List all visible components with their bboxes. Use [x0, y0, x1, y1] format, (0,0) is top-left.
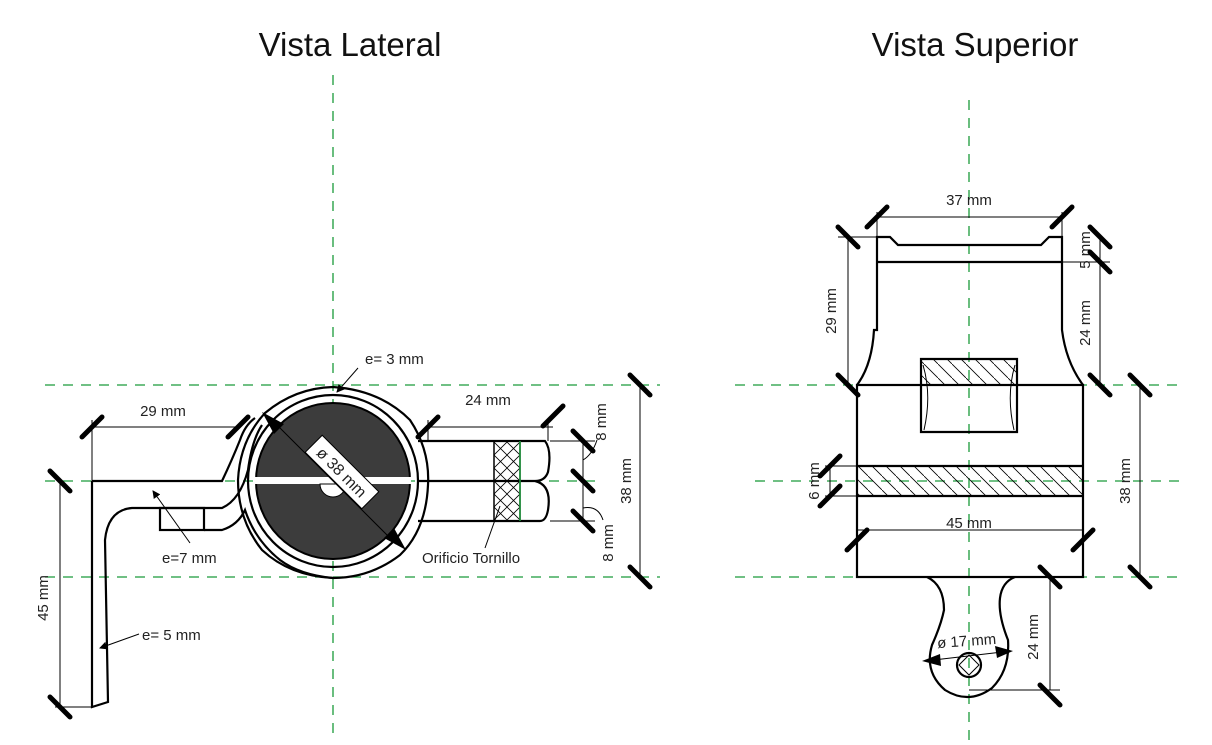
dim-height-total: 38 mm — [618, 458, 635, 504]
screw-bracket — [418, 439, 551, 523]
dim-lobe-height: 24 mm — [1025, 614, 1042, 660]
diameter-arrow-end — [384, 528, 406, 550]
dimension-tick — [817, 453, 843, 479]
label-thickness-arm: e= 5 mm — [142, 627, 201, 644]
dim-arm-length: 45 mm — [35, 575, 52, 621]
band-hatch — [858, 466, 1082, 496]
clamp-tab — [158, 506, 206, 532]
dimension-tick — [1037, 564, 1063, 590]
dimension-tick — [225, 414, 251, 440]
dim-8-leader-bottom — [582, 507, 604, 521]
block-inner-curves — [922, 364, 1016, 431]
lobe-arrow-right — [995, 646, 1013, 658]
dim-width-right: 24 mm — [465, 392, 511, 409]
dim-body-width: 45 mm — [946, 515, 992, 532]
dimension-tick — [1087, 372, 1113, 398]
label-thickness-ring: e= 3 mm — [365, 351, 424, 368]
outer-ring — [236, 385, 430, 580]
leader-thickness-ring — [336, 367, 359, 393]
dimension-ticks — [47, 204, 1153, 720]
tab-edge — [204, 507, 334, 580]
dimension-tick — [1037, 682, 1063, 708]
screw-hole — [493, 440, 521, 522]
clamp-arm — [90, 417, 263, 709]
leader-screw-hole — [484, 505, 501, 549]
dim-width-left: 29 mm — [140, 403, 186, 420]
dimension-tick — [79, 414, 105, 440]
dim-top-width: 37 mm — [946, 192, 992, 209]
dim-body-height: 38 mm — [1117, 458, 1134, 504]
dimension-tick — [627, 372, 653, 398]
dimension-tick — [1087, 224, 1113, 250]
block-outline — [919, 357, 1019, 434]
dimension-tick — [1070, 527, 1096, 553]
dimension-tick — [570, 468, 596, 494]
dimension-tick — [835, 372, 861, 398]
dimension-tick — [1127, 564, 1153, 590]
dimension-tick — [540, 403, 566, 429]
lobe-arrow-left — [922, 654, 941, 666]
leader-thickness-tab — [152, 490, 191, 544]
diameter-line — [271, 419, 397, 545]
dimension-tick — [415, 414, 441, 440]
label-thickness-tab: e=7 mm — [162, 550, 217, 567]
dimension-tick — [817, 483, 843, 509]
dim-neck-height: 24 mm — [1077, 300, 1094, 346]
lateral-view: ø 38 mm 29 mm 24 mm 8 mm 8 mm 38 mm 45 m… — [35, 75, 660, 740]
dim-height-lower: 8 mm — [600, 524, 617, 562]
leader-thickness-arm — [99, 633, 140, 650]
dimension-tick — [627, 564, 653, 590]
dimension-tick — [1127, 372, 1153, 398]
dimension-tick — [47, 468, 73, 494]
dim-lobe-diameter: ø 17 mm — [937, 631, 997, 652]
lobe-hole — [955, 651, 983, 679]
dimension-tick — [47, 694, 73, 720]
lobe-hole-square — [958, 654, 980, 676]
dim-top-height: 29 mm — [823, 288, 840, 334]
neck-outline — [856, 235, 1084, 386]
dimension-tick — [570, 508, 596, 534]
bracket-outline — [418, 439, 551, 523]
superior-view: ø 17 mm 37 mm 29 mm 5 mm 24 mm 38 mm 6 m… — [735, 100, 1185, 745]
dimension-tick — [835, 224, 861, 250]
dim-height-upper: 8 mm — [593, 403, 610, 441]
title-vista-superior: Vista Superior — [872, 26, 1079, 63]
dimension-tick — [570, 428, 596, 454]
dim-band-height: 6 mm — [806, 462, 823, 500]
dim-lip-height: 5 mm — [1077, 231, 1094, 269]
dimension-tick — [844, 527, 870, 553]
dimension-tick — [864, 204, 890, 230]
block-hatch — [922, 359, 1017, 385]
diameter-arrow-start — [262, 412, 284, 434]
label-screw-hole: Orificio Tornillo — [422, 550, 520, 567]
dimension-tick — [1049, 204, 1075, 230]
title-vista-lateral: Vista Lateral — [259, 26, 442, 63]
dimension-tick — [1087, 249, 1113, 275]
lobe-outline — [926, 575, 1016, 699]
